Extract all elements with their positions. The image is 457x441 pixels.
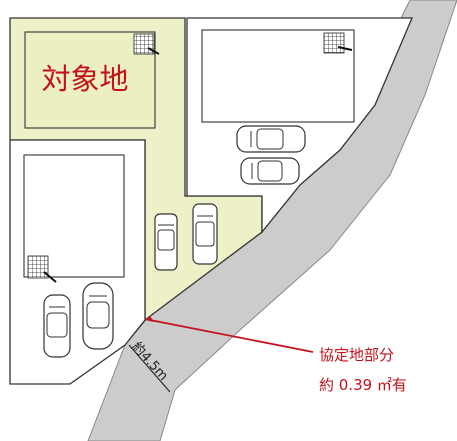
car-icon <box>192 203 218 265</box>
car-icon <box>236 125 306 153</box>
meter-icon <box>27 255 49 279</box>
agreement-label-line1: 協定地部分 <box>319 346 394 364</box>
car-icon <box>43 294 71 358</box>
agreement-leader-line <box>149 319 314 353</box>
car-icon <box>240 157 300 185</box>
meter-icon <box>323 32 345 54</box>
car-icon <box>82 282 114 350</box>
agreement-label-line2: 約 0.39 ㎡有 <box>319 376 407 394</box>
subject-lot-label: 対象地 <box>41 62 128 96</box>
meter-icon <box>133 33 155 55</box>
car-icon <box>154 213 178 271</box>
subject-building <box>24 31 156 129</box>
road-width-dimension <box>128 344 171 393</box>
